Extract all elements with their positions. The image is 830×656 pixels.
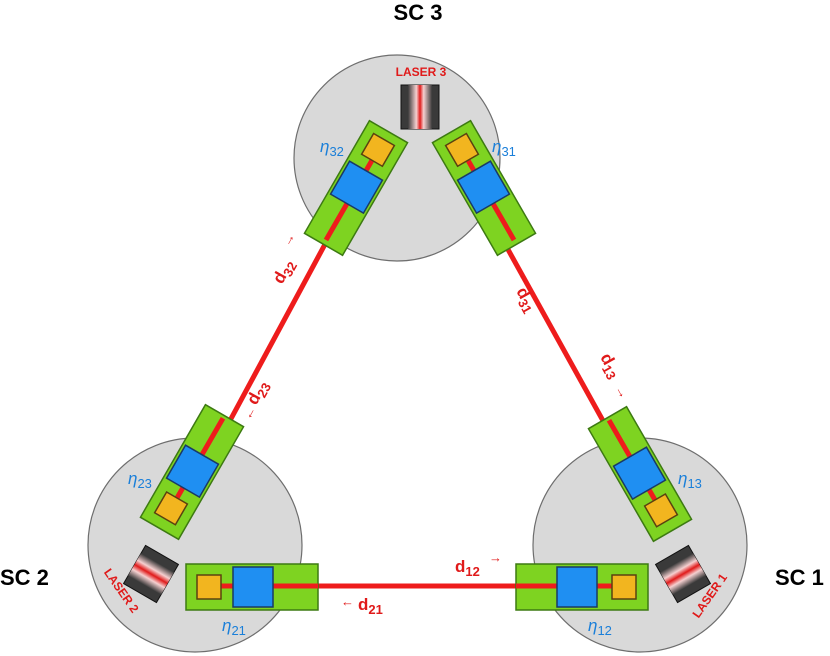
test-mass-13 bbox=[612, 446, 667, 501]
svg-text:→: → bbox=[489, 550, 502, 565]
eta13-label: η13 bbox=[678, 469, 702, 491]
laser-3-label: LASER 3 bbox=[396, 65, 447, 79]
optical-bench-eta21 bbox=[185, 563, 319, 611]
telescope-21 bbox=[196, 574, 222, 600]
optical-bench-eta32 bbox=[303, 119, 409, 257]
optical-bench-eta31 bbox=[431, 119, 537, 257]
svg-text:→: → bbox=[279, 230, 298, 249]
test-mass-32 bbox=[329, 160, 384, 215]
svg-text:d32: d32 bbox=[269, 256, 300, 288]
svg-text:←: ← bbox=[516, 269, 535, 288]
sc2-label: SC 2 bbox=[0, 565, 49, 590]
eta31-label: η31 bbox=[492, 137, 516, 159]
svg-text:←: ← bbox=[240, 403, 259, 422]
sc3-label: SC 3 bbox=[394, 0, 443, 25]
arm-sc3-sc1 bbox=[497, 233, 625, 457]
laser-1-icon bbox=[654, 544, 712, 604]
eta12-label: η12 bbox=[588, 616, 612, 638]
laser-2-icon bbox=[122, 544, 180, 604]
svg-text:d13: d13 bbox=[594, 350, 625, 382]
eta23-label: η23 bbox=[128, 469, 152, 491]
d12-label: d12 → bbox=[455, 550, 502, 579]
optical-bench-eta23 bbox=[139, 403, 245, 541]
optical-bench-eta12 bbox=[515, 563, 649, 611]
svg-text:←: ← bbox=[341, 594, 354, 609]
arm-sc3-sc2 bbox=[209, 233, 333, 456]
test-mass-31 bbox=[456, 160, 511, 215]
laser-3-icon bbox=[400, 84, 440, 130]
test-mass-21 bbox=[232, 566, 274, 608]
svg-text:d12: d12 bbox=[455, 557, 480, 579]
telescope-23 bbox=[153, 490, 189, 526]
svg-text:d21: d21 bbox=[358, 595, 383, 617]
telescope-13 bbox=[643, 492, 679, 528]
telescope-31 bbox=[444, 132, 480, 168]
eta21-label: η21 bbox=[222, 616, 246, 638]
d13-label: d13 → bbox=[594, 350, 631, 401]
telescope-32 bbox=[360, 132, 396, 168]
svg-text:→: → bbox=[612, 382, 631, 401]
test-mass-23 bbox=[165, 444, 220, 499]
test-mass-12 bbox=[556, 566, 598, 608]
sc1-label: SC 1 bbox=[775, 565, 824, 590]
d21-label: ← d21 bbox=[341, 594, 383, 617]
optical-bench-eta13 bbox=[587, 405, 693, 543]
eta32-label: η32 bbox=[320, 137, 344, 159]
telescope-12 bbox=[611, 574, 637, 600]
d23-label: d23 ← bbox=[240, 380, 274, 422]
